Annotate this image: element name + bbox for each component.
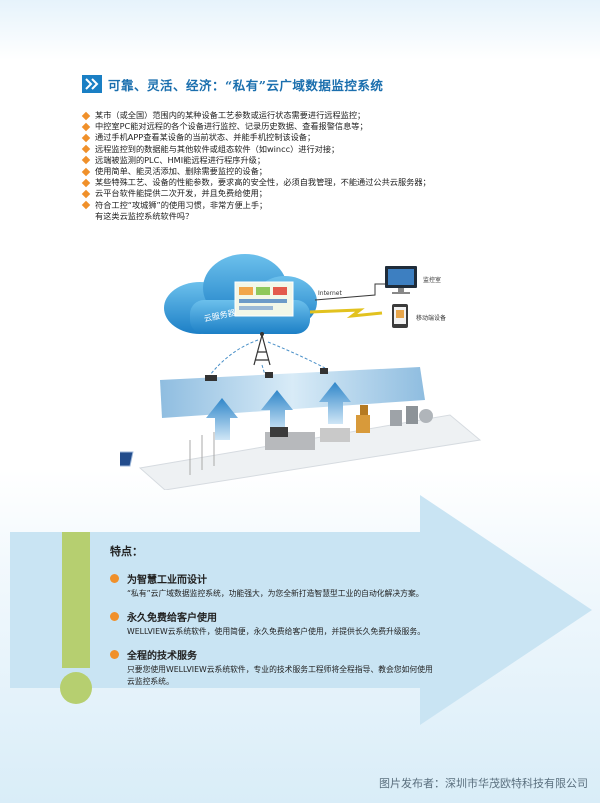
orange-dot-icon — [110, 611, 119, 621]
control-room-label: 监控室 — [423, 276, 441, 284]
diamond-bullet-icon — [81, 200, 91, 210]
diamond-bullet-icon — [81, 122, 91, 132]
list-item: 符合工控“攻城狮”的使用习惯，非常方便上手； — [81, 200, 542, 211]
list-item: 云平台软件能提供二次开发，并且免费给使用； — [81, 188, 542, 199]
monitor-icon — [385, 266, 417, 294]
radio-tower-icon — [253, 332, 271, 366]
section-title: 可靠、灵活、经济：“私有”云广域数据监控系统 — [108, 77, 384, 93]
list-item: 使用简单、能灵活添加、删除需要监控的设备； — [81, 166, 542, 177]
orange-dot-icon — [110, 649, 119, 659]
features-section: 特点： 为智慧工业而设计 “私有”云广域数据监控系统，功能强大，为您全新打造智慧… — [110, 543, 510, 696]
cloud-server-icon — [164, 254, 317, 334]
robot-arm-icon — [356, 405, 370, 433]
feature-arrow-panel — [10, 495, 592, 725]
feature-item: 全程的技术服务 只要您使用WELLVIEW云系统软件，专业的技术服务工程师将全程… — [110, 646, 510, 688]
upload-arrows — [206, 382, 351, 440]
list-item: 中控室PC能对远程的各个设备进行监控、记录历史数据、查看报警信息等； — [81, 121, 542, 132]
feature-desc: 只要您使用WELLVIEW云系统软件，专业的技术服务工程师将全程指导、教会您如何… — [127, 665, 433, 686]
diamond-bullet-icon — [81, 189, 91, 199]
diamond-bullet-icon — [81, 133, 91, 143]
wind-turbine-icon — [189, 432, 215, 475]
feature-desc: “私有”云广域数据监控系统，功能强大，为您全新打造智慧型工业的自动化解决方案。 — [127, 589, 424, 598]
diamond-bullet-icon — [81, 111, 91, 120]
feature-desc: WELLVIEW云系统软件，使用简便，永久免费给客户使用，并提供长久免费升级服务… — [127, 627, 426, 636]
mobile-device-icon — [392, 304, 408, 328]
list-item: 通过手机APP查看某设备的当前状态、并能手机控制该设备； — [81, 132, 542, 143]
cloud-monitoring-diagram: 云服务器 Internet 监控室 移动端设备 — [120, 254, 482, 490]
orange-dot-icon — [110, 573, 119, 583]
exclamation-mark-icon — [60, 532, 92, 704]
feature-item: 永久免费给客户使用 WELLVIEW云系统软件，使用简便，永久免费给客户使用，并… — [110, 608, 510, 638]
double-chevron-right-icon — [82, 75, 102, 93]
factory-icon — [265, 427, 350, 450]
router-icon — [205, 368, 328, 381]
requirements-list: 某市（或全国）范围内的某种设备工艺参数或运行状态需要进行远程监控； 中控室PC能… — [81, 110, 542, 222]
section-header: 可靠、灵活、经济：“私有”云广域数据监控系统 — [82, 74, 383, 94]
diamond-bullet-icon — [81, 156, 91, 165]
feature-item: 为智慧工业而设计 “私有”云广域数据监控系统，功能强大，为您全新打造智慧型工业的… — [110, 570, 510, 600]
feature-title: 为智慧工业而设计 — [127, 574, 207, 586]
diamond-bullet-icon — [81, 167, 91, 176]
diamond-bullet-icon — [81, 144, 91, 154]
lightning-link-icon — [309, 308, 383, 319]
industrial-plant-icon — [390, 406, 433, 426]
features-heading: 特点： — [110, 545, 143, 558]
list-item: 远程监控到的数据能与其他软件或组态软件（如wincc）进行对接； — [81, 144, 542, 155]
list-item: 某市（或全国）范围内的某种设备工艺参数或运行状态需要进行远程监控； — [81, 110, 542, 121]
solar-panel-icon — [120, 451, 134, 467]
mobile-device-label: 移动端设备 — [416, 314, 446, 322]
large-arrow-shape — [10, 495, 592, 725]
feature-title: 全程的技术服务 — [127, 650, 197, 662]
list-item: 远端被监测的PLC、HMI能远程进行程序升级； — [81, 155, 542, 166]
feature-title: 永久免费给客户使用 — [127, 612, 217, 624]
internet-label: Internet — [318, 290, 342, 297]
list-question: 有这类云监控系统软件吗？ — [95, 210, 194, 221]
publisher-credit: 图片发布者：深圳市华茂欧特科技有限公司 — [379, 777, 588, 790]
network-band — [160, 367, 425, 418]
list-item: 某些特殊工艺、设备的性能参数，要求高的安全性，必须自我管理，不能通过公共云服务器… — [81, 177, 542, 188]
ground-plane — [138, 414, 482, 490]
diamond-bullet-icon — [81, 178, 91, 187]
